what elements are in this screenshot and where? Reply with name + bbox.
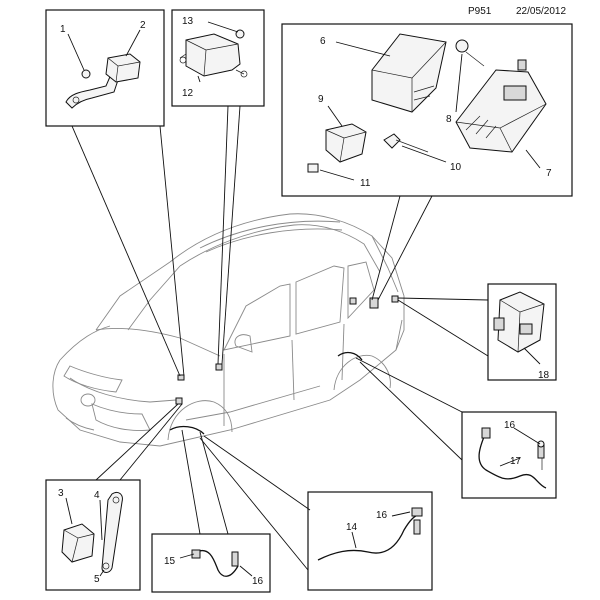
callout-11: 11 <box>360 178 371 189</box>
diagram-code: P951 <box>468 6 492 17</box>
callout-16-box-17: 16 <box>504 420 516 431</box>
callout-13: 13 <box>182 16 194 27</box>
detail-box-15-16 <box>151 533 271 593</box>
detail-box-18 <box>487 283 557 381</box>
callout-16-box-15: 16 <box>252 576 264 587</box>
callout-6: 6 <box>320 36 326 47</box>
detail-box-3-4-5 <box>45 479 141 591</box>
sensor-markers <box>175 295 399 405</box>
front-sensor-marker <box>177 374 185 381</box>
callout-labels: 1 2 3 4 5 6 7 8 9 10 11 12 13 14 15 16 1… <box>58 16 552 587</box>
detail-box-14-16 <box>307 491 433 591</box>
detail-box-16-17 <box>461 411 557 499</box>
callout-10: 10 <box>450 162 462 173</box>
rear-side-sensor-marker <box>391 295 399 303</box>
callout-12: 12 <box>182 88 194 99</box>
detail-box-6-11 <box>281 23 573 197</box>
detail-box-12-13 <box>171 9 265 107</box>
callout-9: 9 <box>318 94 324 105</box>
callout-4: 4 <box>94 490 100 501</box>
b-pillar-sensor-marker <box>215 363 223 371</box>
control-module-marker <box>369 297 379 309</box>
callout-5: 5 <box>94 574 100 585</box>
callout-16-box-14: 16 <box>376 510 388 521</box>
callout-1: 1 <box>60 24 66 35</box>
diagram-date: 22/05/2012 <box>516 6 567 17</box>
callout-18: 18 <box>538 370 550 381</box>
callout-8: 8 <box>446 114 452 125</box>
rear-sensor-marker <box>349 297 357 305</box>
detail-box-1-2 <box>45 9 165 127</box>
front-wheel-sensor-marker <box>175 397 183 405</box>
callout-15: 15 <box>164 556 176 567</box>
leader-lines <box>71 105 489 571</box>
callout-17: 17 <box>510 456 522 467</box>
callout-7: 7 <box>546 168 552 179</box>
rear-wheel-harness <box>337 351 363 361</box>
callout-2: 2 <box>140 20 146 31</box>
front-wheel-harness <box>169 425 205 435</box>
callout-3: 3 <box>58 488 64 499</box>
callout-14: 14 <box>346 522 358 533</box>
vehicle-outline <box>52 213 405 447</box>
